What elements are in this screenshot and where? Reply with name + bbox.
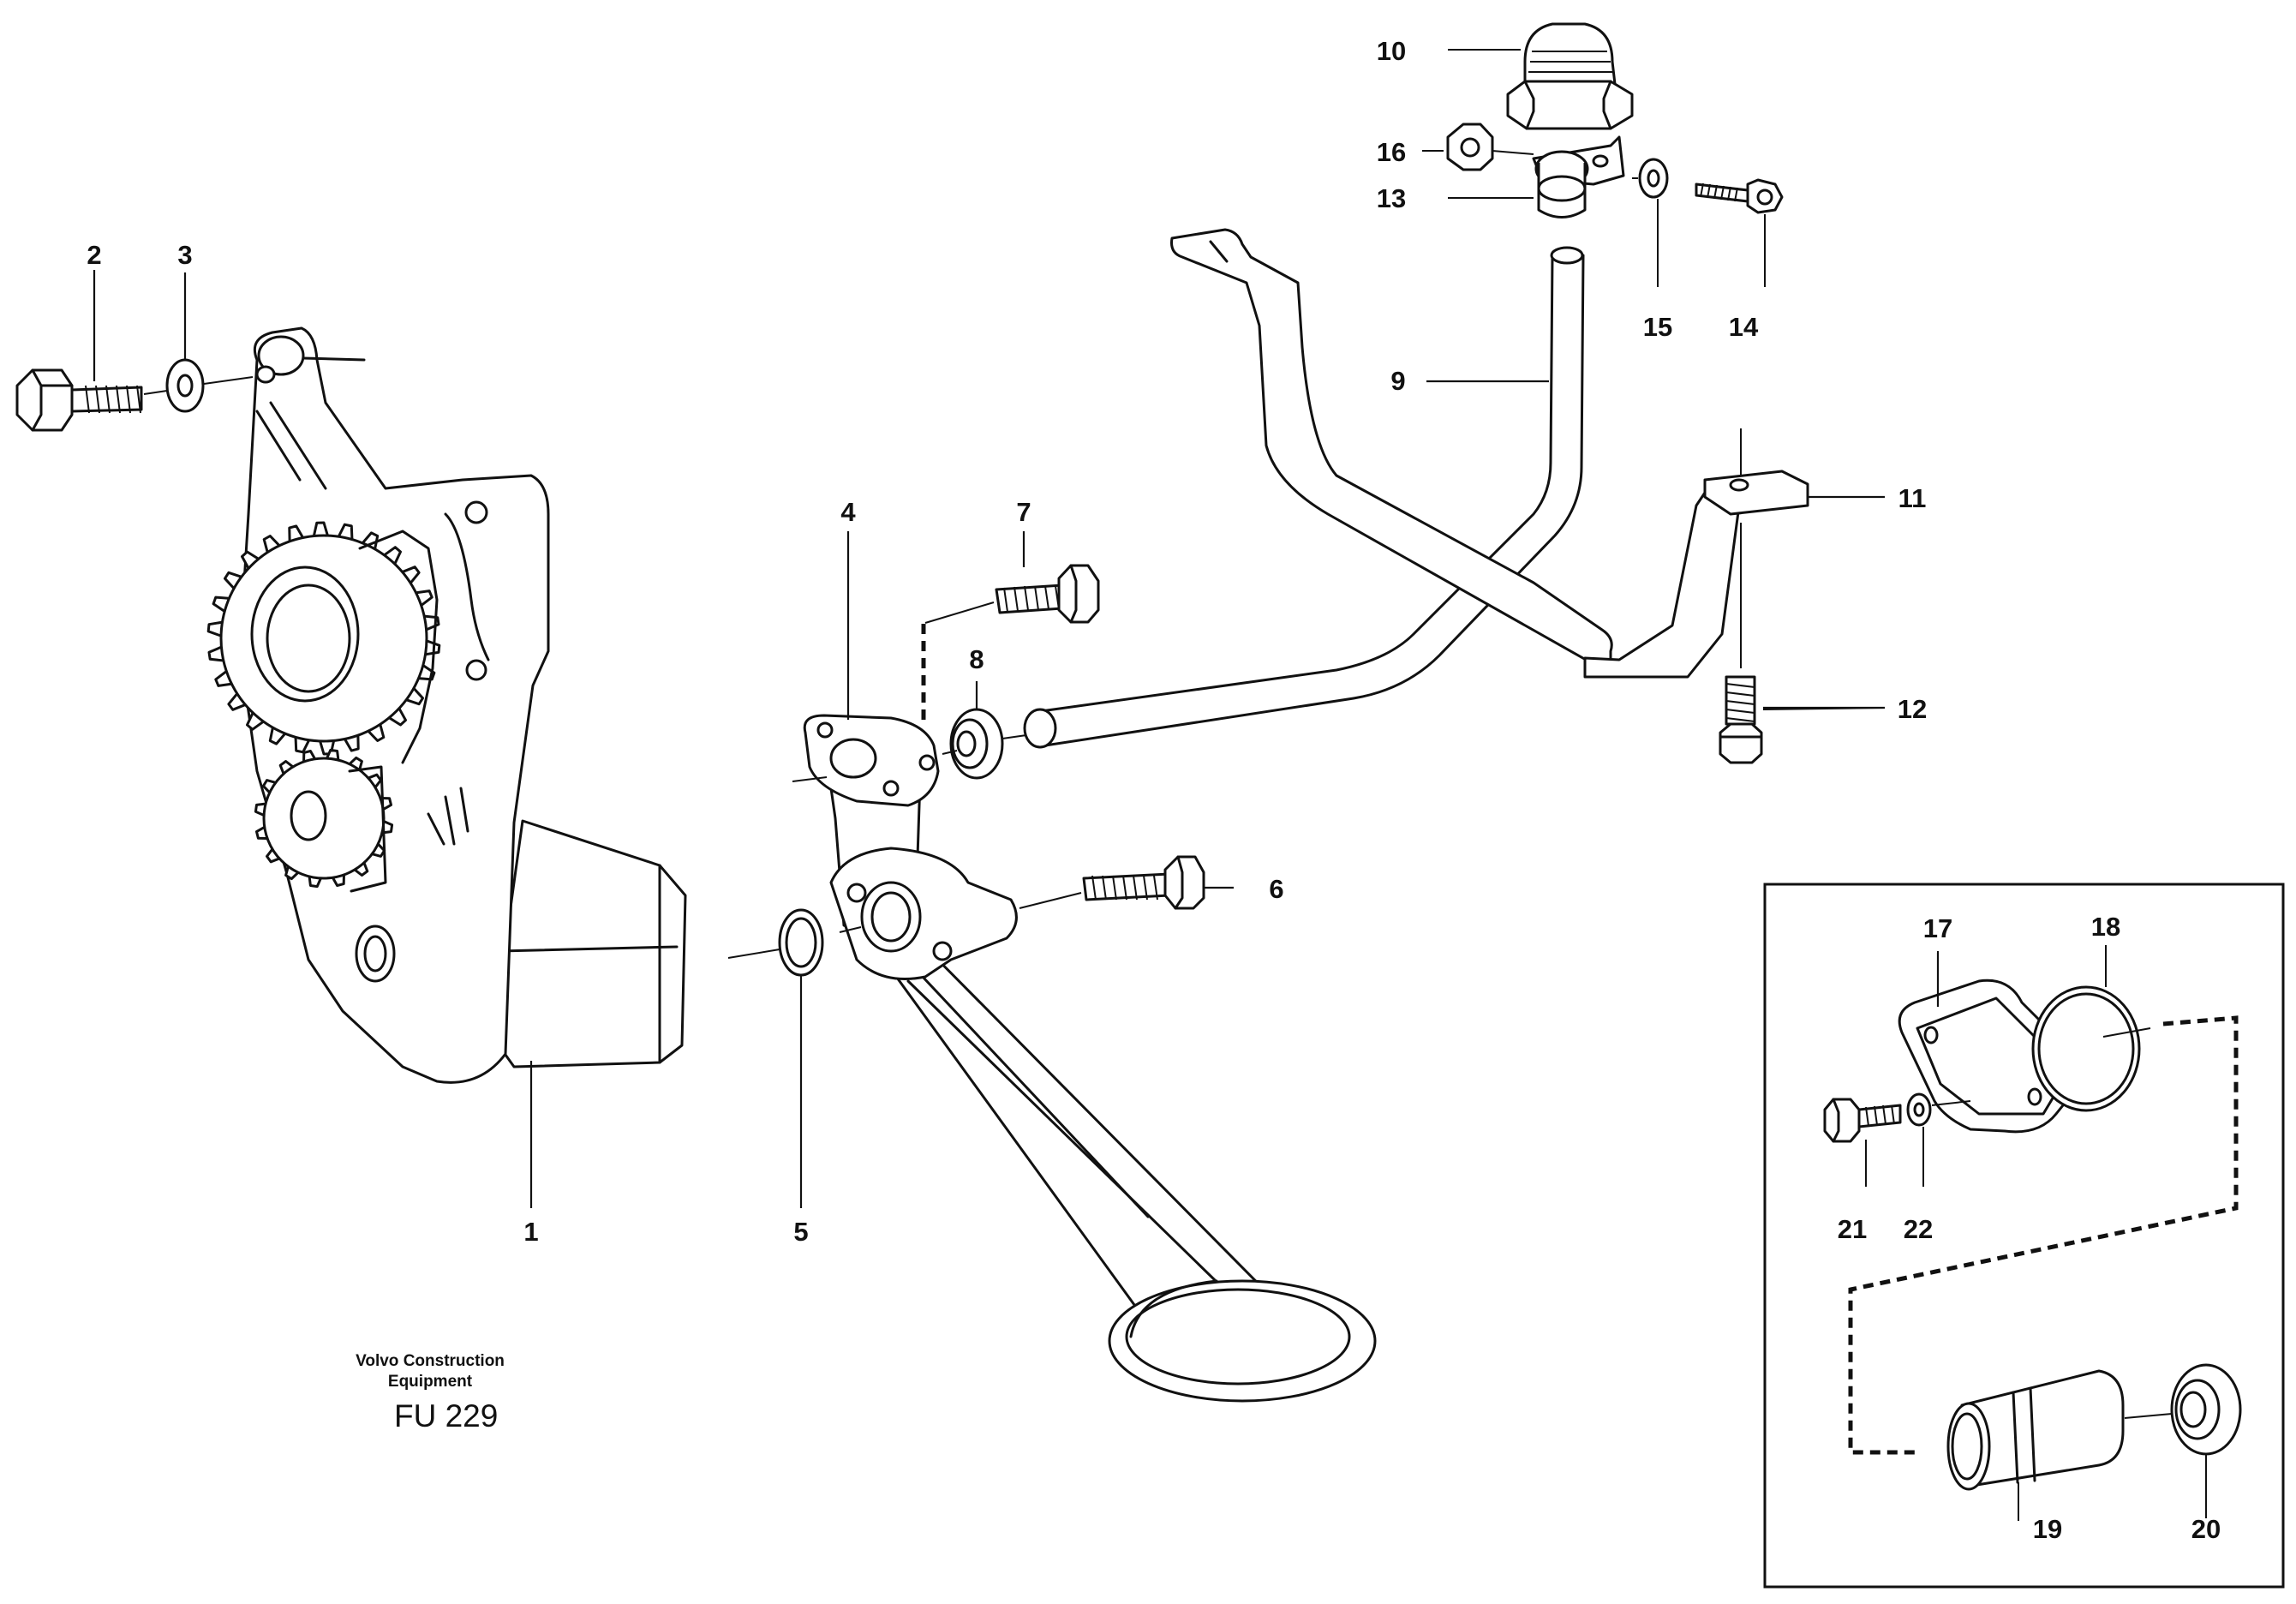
o-ring-18: [2031, 945, 2151, 1112]
callout-2: 2: [87, 240, 101, 270]
callout-9: 9: [1390, 366, 1405, 396]
bolt-21: [1823, 1098, 1902, 1187]
seal-ring-8: [942, 708, 1033, 780]
callout-6: 6: [1269, 874, 1283, 904]
caption-company-line1: Volvo Construction: [356, 1352, 505, 1370]
seal-20: [2124, 1363, 2242, 1518]
callout-4: 4: [840, 497, 856, 527]
caption-company-line2: Equipment: [388, 1373, 473, 1391]
adapter-19: [1946, 1369, 2125, 1521]
callout-3: 3: [177, 240, 192, 270]
callout-numbers: 2 3 1 4 5 6 7 8 9 10 11 12 13 14 15 16 1…: [87, 36, 2221, 1544]
callout-leaders: [93, 270, 1940, 1208]
callout-8: 8: [969, 644, 984, 674]
bolt-6: [1019, 855, 1205, 910]
washer-22: [1906, 1092, 1971, 1187]
callout-11: 11: [1898, 483, 1927, 513]
callout-13: 13: [1377, 183, 1406, 213]
callout-16: 16: [1377, 137, 1406, 167]
callout-1: 1: [523, 1217, 538, 1247]
bolt-2: [15, 368, 143, 432]
callout-20: 20: [2191, 1514, 2221, 1544]
callout-7: 7: [1016, 497, 1031, 527]
callout-5: 5: [793, 1217, 808, 1247]
callout-18: 18: [2091, 912, 2120, 942]
callout-12: 12: [1898, 694, 1927, 724]
callout-19: 19: [2033, 1514, 2062, 1544]
pressure-pipe-9: [1023, 246, 1585, 749]
pump-drive-gear: [206, 521, 441, 764]
washer-15: [1632, 158, 1669, 287]
inset-detail-box: [1763, 883, 2285, 1589]
washer-3: [143, 358, 254, 413]
callout-22: 22: [1904, 1214, 1933, 1244]
callout-14: 14: [1729, 312, 1759, 342]
bolt-7: [924, 564, 1100, 624]
pump-idler-gear: [254, 748, 394, 893]
bracket-11: [1170, 228, 1885, 679]
callout-21: 21: [1838, 1214, 1867, 1244]
o-ring-5: [727, 908, 824, 977]
callout-15: 15: [1643, 312, 1672, 342]
nut-16: [1422, 123, 1534, 171]
clamp-13: [1448, 135, 1625, 218]
callout-10: 10: [1377, 36, 1406, 66]
nipple-10: [1448, 22, 1634, 130]
guide-dash-inset: [1848, 1015, 2239, 1455]
oil-pump-housing: [206, 326, 687, 1084]
suction-pipe-strainer: [792, 714, 1377, 1403]
figure-caption: Volvo Construction Equipment FU 229: [356, 1352, 505, 1433]
bolt-12: [1719, 675, 1886, 764]
callout-17: 17: [1923, 913, 1952, 943]
caption-figure-id: FU 229: [394, 1398, 498, 1433]
screw-14: [1695, 178, 1784, 287]
